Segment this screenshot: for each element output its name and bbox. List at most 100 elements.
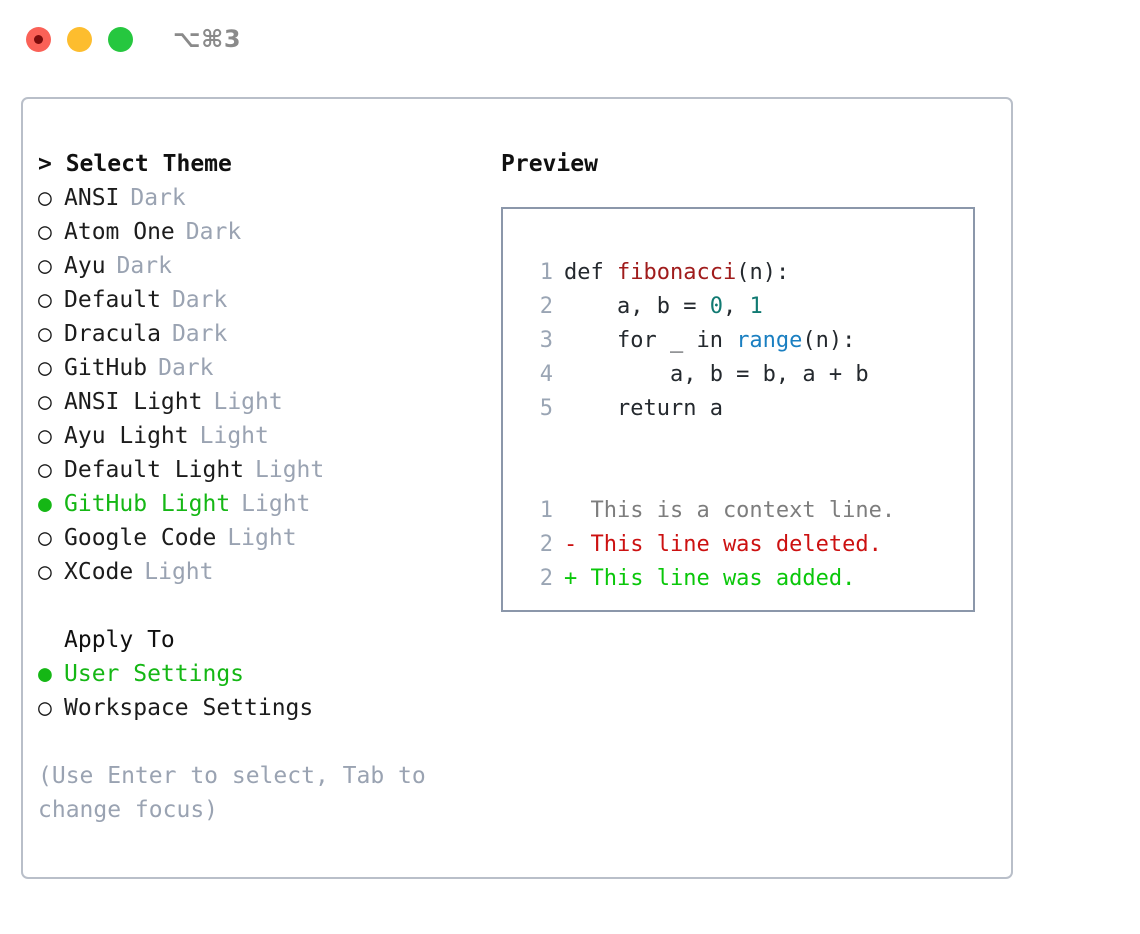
diff-line-deleted: 2 - This line was deleted.: [523, 528, 973, 562]
preview-box: 1 def fibonacci(n): 2 a, b = 0, 1 3 for …: [501, 207, 975, 612]
theme-variant: Dark: [158, 355, 214, 381]
radio-icon: ○: [38, 321, 52, 347]
theme-name: Default Light: [64, 457, 245, 483]
apply-to-label: Workspace Settings: [64, 695, 314, 721]
theme-option-github-dark[interactable]: ○ GitHub Dark: [38, 351, 483, 385]
radio-icon: ○: [38, 457, 52, 483]
radio-icon: ○: [38, 185, 52, 211]
diff-text: This is a context line.: [564, 498, 896, 523]
theme-variant: Light: [241, 491, 311, 517]
shortcut-label: ⌥⌘3: [173, 25, 242, 53]
line-number: 2: [539, 294, 553, 319]
theme-name: Atom One: [64, 219, 175, 245]
line-number: 1: [539, 260, 553, 285]
close-dot[interactable]: [26, 26, 51, 52]
apply-to-option-list[interactable]: ● User Settings ○ Workspace Settings: [38, 657, 483, 725]
code-line: 5 return a: [523, 392, 973, 426]
main-panel: > Select Theme ○ ANSI Dark ○ Atom One Da…: [21, 97, 1013, 879]
radio-icon: ○: [38, 559, 52, 585]
theme-option-ayu-dark[interactable]: ○ Ayu Dark: [38, 249, 483, 283]
code-token: for _ in: [564, 328, 737, 353]
code-line: 1 def fibonacci(n):: [523, 256, 973, 290]
radio-icon: ○: [38, 219, 52, 245]
theme-variant: Dark: [171, 321, 228, 347]
theme-variant: Dark: [130, 185, 186, 211]
diff-text: - This line was deleted.: [564, 532, 882, 557]
radio-icon: ○: [38, 287, 52, 313]
code-token: a, b = b, a + b: [564, 362, 869, 387]
theme-option-google-code-light[interactable]: ○ Google Code Light: [38, 521, 483, 555]
code-line: 4 a, b = b, a + b: [523, 358, 973, 392]
apply-to-user-settings[interactable]: ● User Settings: [38, 657, 483, 691]
maximize-dot[interactable]: [108, 26, 133, 52]
theme-option-xcode-light[interactable]: ○ XCode Light: [38, 555, 483, 589]
line-number: 3: [539, 328, 553, 353]
preview-heading: Preview: [501, 151, 598, 177]
theme-option-ansi-dark[interactable]: ○ ANSI Dark: [38, 181, 483, 215]
theme-option-dracula-dark[interactable]: ○ Dracula Dark: [38, 317, 483, 351]
line-number: 2: [539, 532, 553, 557]
theme-option-atom-one-dark[interactable]: ○ Atom One Dark: [38, 215, 483, 249]
theme-variant: Dark: [171, 287, 228, 313]
line-number: 2: [539, 566, 553, 591]
diff-line-context: 1 This is a context line.: [523, 494, 973, 528]
radio-icon-selected: ●: [38, 661, 52, 687]
spacer: [38, 589, 483, 623]
spacer: [523, 426, 973, 460]
theme-variant: Light: [213, 389, 283, 415]
theme-option-ansi-light[interactable]: ○ ANSI Light Light: [38, 385, 483, 419]
apply-to-heading: Apply To: [64, 627, 175, 653]
theme-selector-column: > Select Theme ○ ANSI Dark ○ Atom One Da…: [38, 147, 483, 827]
radio-icon: ○: [38, 695, 52, 721]
code-token-number: 0: [709, 294, 723, 319]
code-line: 2 a, b = 0, 1: [523, 290, 973, 324]
line-number: 4: [539, 362, 553, 387]
apply-to-workspace-settings[interactable]: ○ Workspace Settings: [38, 691, 483, 725]
theme-variant: Light: [255, 457, 325, 483]
code-token: return a: [564, 396, 723, 421]
code-token-number: 1: [749, 294, 763, 319]
window-controls: [26, 26, 133, 52]
theme-name: ANSI Light: [64, 389, 203, 415]
theme-variant: Light: [227, 525, 297, 551]
theme-name: Dracula: [64, 321, 161, 347]
spacer: [523, 460, 973, 494]
theme-name: Default: [64, 287, 161, 313]
theme-option-default-light[interactable]: ○ Default Light Light: [38, 453, 483, 487]
theme-variant: Light: [199, 423, 269, 449]
radio-icon: ○: [38, 355, 52, 381]
theme-name: GitHub: [64, 355, 148, 381]
preview-column: Preview 1 def fibonacci(n): 2 a, b = 0, …: [501, 147, 991, 612]
theme-variant: Dark: [185, 219, 242, 245]
theme-name: Ayu Light: [64, 423, 189, 449]
theme-name: ANSI: [64, 185, 120, 211]
title-bar: ⌥⌘3: [0, 0, 1140, 78]
diff-text: + This line was added.: [564, 566, 856, 591]
radio-icon: ○: [38, 389, 52, 415]
radio-icon-selected: ●: [38, 491, 52, 517]
theme-option-github-light[interactable]: ● GitHub Light Light: [38, 487, 483, 521]
radio-icon: ○: [38, 423, 52, 449]
minimize-dot[interactable]: [67, 26, 92, 52]
theme-name: XCode: [64, 559, 134, 585]
code-token-function: fibonacci: [616, 260, 737, 285]
apply-to-label: User Settings: [64, 661, 245, 687]
code-token: (n):: [736, 260, 790, 285]
code-token: a, b =: [564, 294, 710, 319]
theme-name: GitHub Light: [64, 491, 231, 517]
radio-icon: ○: [38, 525, 52, 551]
page-title: > Select Theme: [38, 151, 232, 177]
theme-option-ayu-light[interactable]: ○ Ayu Light Light: [38, 419, 483, 453]
theme-name: Ayu: [64, 253, 106, 279]
diff-line-added: 2 + This line was added.: [523, 562, 973, 596]
keyboard-hint-text: (Use Enter to select, Tab to change focu…: [38, 763, 440, 823]
code-token-builtin: range: [736, 328, 803, 353]
theme-option-list[interactable]: ○ ANSI Dark ○ Atom One Dark ○ Ayu Dark: [38, 181, 483, 589]
code-line: 3 for _ in range(n):: [523, 324, 973, 358]
theme-name: Google Code: [64, 525, 217, 551]
line-number: 5: [539, 396, 553, 421]
theme-option-default-dark[interactable]: ○ Default Dark: [38, 283, 483, 317]
theme-variant: Dark: [116, 253, 172, 279]
theme-variant: Light: [144, 559, 214, 585]
code-token: def: [564, 260, 617, 285]
